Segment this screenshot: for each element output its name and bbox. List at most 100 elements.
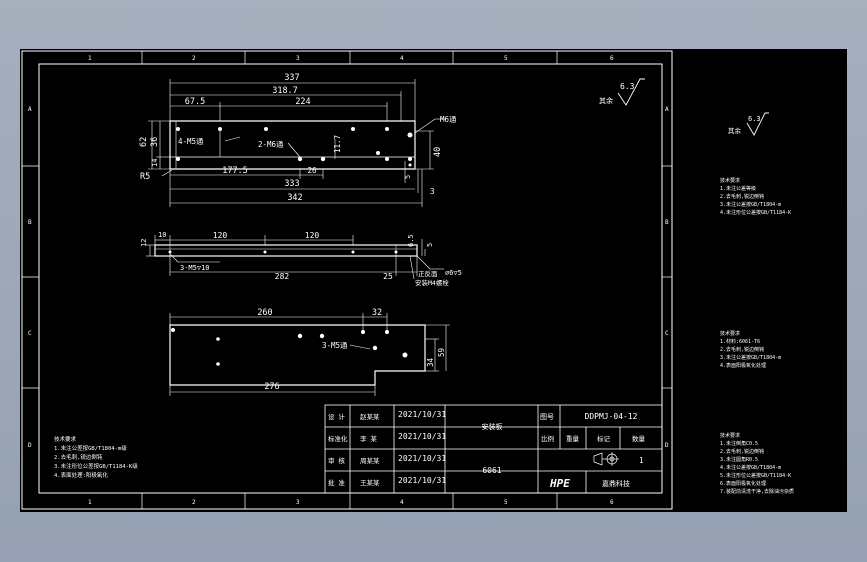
- note-line: 2.去毛刺,锐边倒钝: [54, 453, 103, 461]
- zone-letter: A: [28, 106, 32, 113]
- notes-block-1: 技术要求 1.未注公差等级 2.去毛刺,锐边倒钝 3.未注公差按GB/T1804…: [720, 177, 791, 216]
- side-panel: 其余 6.3 技术要求 1.未注公差等级 2.去毛刺,锐边倒钝 3.未注公差按G…: [720, 112, 794, 495]
- note-line: 4.表面阳极氧化处理: [720, 362, 766, 369]
- date: 2021/10/31: [398, 476, 446, 485]
- note-line: 技术要求: [720, 432, 740, 439]
- zone-letter: A: [665, 106, 669, 113]
- date: 2021/10/31: [398, 454, 446, 463]
- dim-inner: 318.7: [272, 86, 298, 96]
- dim-bottom-b: 342: [287, 193, 302, 203]
- dim-left-offset: 67.5: [185, 97, 205, 107]
- dim-radius: R5: [140, 172, 150, 182]
- zone-letter: C: [28, 330, 32, 337]
- zone-number: 2: [192, 499, 196, 506]
- inner-border: [38, 63, 663, 494]
- name: 王某某: [360, 479, 380, 487]
- bottom-view: 260 32 276 34 59 3-M5通: [169, 308, 450, 396]
- company-logo: HPE: [549, 477, 570, 490]
- notes-block-2: 技术要求 1.材料:6061-T6 2.去毛刺,锐边倒钝 3.未注公差按GB/T…: [720, 330, 781, 369]
- note-line: 4.表面处理:阳极氧化: [54, 471, 108, 479]
- role: 标准化: [328, 434, 348, 443]
- dim-lip: 14: [151, 159, 159, 167]
- dim-bottom-a: 333: [284, 179, 299, 189]
- header-weight: 重量: [566, 435, 580, 443]
- zone-number: 1: [88, 499, 92, 506]
- name: 赵某某: [360, 412, 380, 421]
- outer-border: [21, 50, 673, 510]
- zone-number: 5: [504, 55, 508, 62]
- dim-span-2: 120: [305, 231, 320, 240]
- note-line: 2.去毛刺,锐边倒钝: [720, 448, 764, 455]
- dim-notch: 32: [372, 308, 382, 318]
- name: 周某某: [360, 457, 380, 465]
- dim-small: 5: [404, 175, 412, 179]
- note-line: 3.未注公差按GB/T1804-m: [720, 354, 781, 361]
- roughness-value: 6.3: [748, 115, 761, 123]
- zone-number: 4: [400, 55, 404, 62]
- callout-holes-4: 4-M5通: [178, 136, 204, 146]
- zone-letter: B: [665, 219, 669, 226]
- dim-thickness: 12: [140, 239, 148, 247]
- note-line: 2.去毛刺,锐边倒钝: [720, 193, 764, 200]
- note-line: 1.未注公差按GB/T1804-m级: [54, 444, 127, 452]
- note-line: 2.去毛刺,锐边倒钝: [720, 346, 764, 353]
- note-line: 技术要求: [720, 177, 740, 184]
- note-line: 3.未注圆角R0.5: [720, 456, 758, 463]
- note-line: 6.表面阳极氧化处理: [720, 480, 766, 487]
- callout-hole-m6: M6通: [440, 114, 457, 124]
- side-view: 12 10 120 120 6.5 5 282 25 3-M5▽10 ⌀6▽5 …: [140, 231, 462, 287]
- zone-number: 3: [296, 499, 300, 506]
- note-line: 5.未注形位公差按GB/T1184-K: [720, 472, 791, 479]
- drawing-no-label: 图号: [540, 413, 554, 421]
- part-name: 安装板: [482, 422, 503, 431]
- note-line: 4.未注公差按GB/T1804-m: [720, 464, 781, 471]
- dim-right-small: 5: [426, 243, 434, 247]
- callout-holes-3: 3-M5通: [322, 340, 348, 350]
- callout-holes-3: 3-M5▽10: [180, 264, 210, 272]
- callout-note-a: 正反面: [418, 269, 438, 278]
- drawing-no: DDPMJ-04-12: [585, 412, 638, 421]
- zone-number: 5: [504, 499, 508, 506]
- zone-number: 3: [296, 55, 300, 62]
- note-line: 1.材料:6061-T6: [720, 338, 760, 345]
- dim-right-h: 6.5: [407, 234, 415, 247]
- roughness-prefix: 其余: [599, 96, 613, 105]
- zone-number: 4: [400, 499, 404, 506]
- role: 审 核: [328, 456, 345, 465]
- zone-number: 2: [192, 55, 196, 62]
- header-scale: 比例: [541, 434, 554, 443]
- dim-small-right: 3: [430, 187, 435, 196]
- zone-number: 6: [610, 499, 614, 506]
- header-mark: 标记: [597, 434, 611, 443]
- dim-length: 276: [264, 382, 279, 392]
- header-qty: 数量: [632, 434, 646, 443]
- date: 2021/10/31: [398, 432, 446, 441]
- role: 批 准: [328, 478, 345, 487]
- quantity: 1: [639, 456, 644, 465]
- cad-viewport[interactable]: 1 2 3 4 5 6 1 2 3 4 5 6 A B C D A B C D: [20, 49, 847, 512]
- projection-symbol-icon: [593, 452, 619, 466]
- note-line: 4.未注形位公差按GB/T1184-K: [720, 209, 791, 216]
- roughness-prefix: 其余: [728, 126, 742, 135]
- dim-h1: 34: [426, 357, 435, 367]
- dim-h2: 59: [437, 348, 446, 357]
- roughness-value: 6.3: [620, 82, 635, 91]
- note-line: 技术要求: [720, 330, 740, 337]
- dim-span-1: 120: [213, 231, 228, 240]
- dim-left: 10: [158, 231, 166, 239]
- note-line: 技术要求: [54, 435, 77, 443]
- callout-holes-2: 2-M6通: [258, 139, 284, 149]
- zone-number: 6: [610, 55, 614, 62]
- dim-overall: 337: [284, 73, 299, 83]
- note-line: 3.未注形位公差按GB/T1184-K级: [54, 462, 138, 470]
- dim-lower-mid: 26: [307, 166, 317, 175]
- dim-depth-outer: 62: [139, 137, 149, 147]
- zone-letter: C: [665, 330, 669, 337]
- notes-block-3: 技术要求 1.未注倒角C0.5 2.去毛刺,锐边倒钝 3.未注圆角R0.5 4.…: [720, 432, 794, 495]
- dim-depth-inner: 36: [150, 137, 160, 147]
- dim-mid-height: 11.7: [333, 135, 342, 153]
- zone-letter: D: [665, 442, 669, 449]
- note-line: 1.未注倒角C0.5: [720, 440, 758, 447]
- dim-lower-left: 177.5: [222, 166, 248, 176]
- callout-note-b: 安装M4螺栓: [415, 278, 449, 287]
